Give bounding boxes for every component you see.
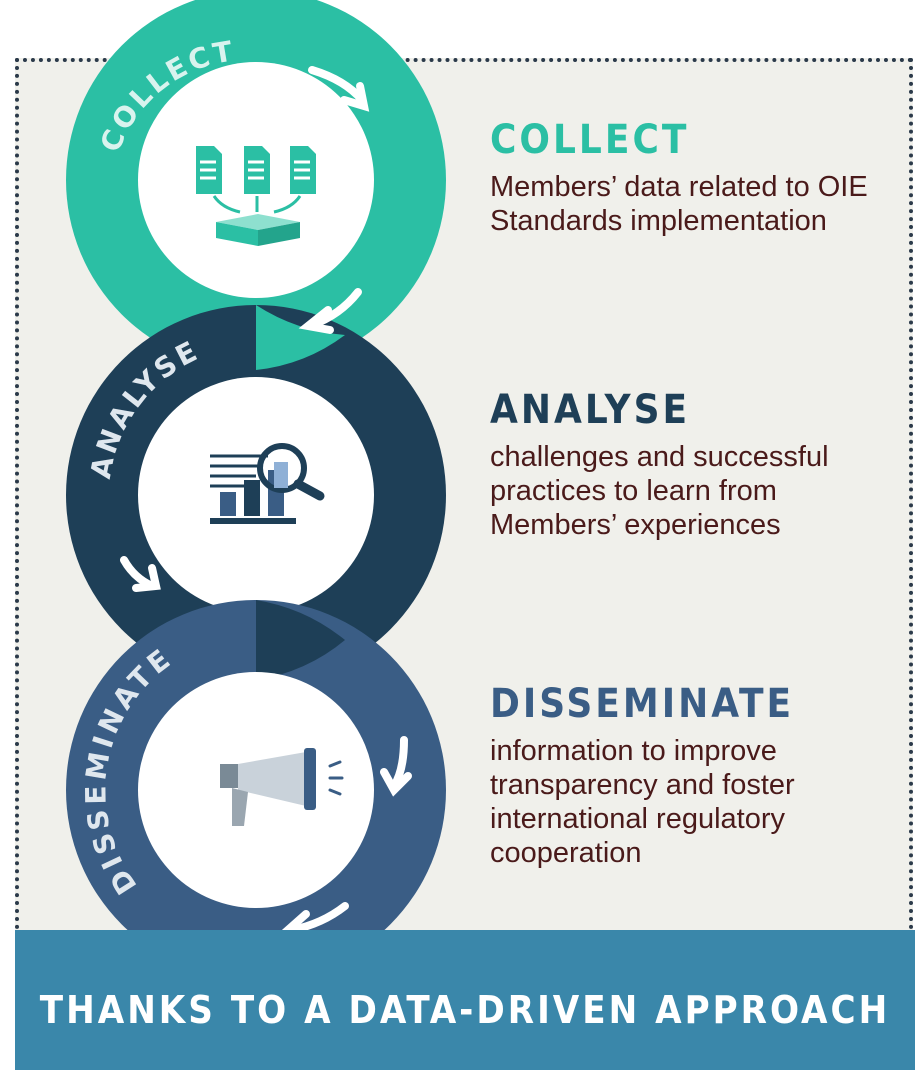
documents-to-database-icon [196, 146, 316, 246]
step-collect: COLLECT Members’ data related to OIE Sta… [490, 118, 910, 238]
banner-text: THANKS TO A DATA-DRIVEN APPROACH [39, 988, 891, 1032]
disseminate-title: DISSEMINATE [490, 681, 795, 727]
collect-overlap [256, 305, 345, 370]
analyse-overlap [256, 600, 345, 680]
footer-banner: THANKS TO A DATA-DRIVEN APPROACH [15, 930, 915, 1070]
collect-description: Members’ data related to OIE Standards i… [490, 171, 868, 237]
disseminate-description: information to improve transparency and … [490, 735, 795, 869]
arrow-collect-top [308, 66, 370, 112]
step-disseminate: DISSEMINATE information to improve trans… [490, 682, 910, 870]
megaphone-icon [220, 748, 344, 826]
collect-title: COLLECT [490, 117, 690, 163]
arrow-disseminate-right [380, 736, 412, 797]
dotted-border [15, 58, 913, 930]
arrow-analyse [120, 556, 161, 592]
analyse-description: challenges and successful practices to l… [490, 441, 829, 541]
step-analyse: ANALYSE challenges and successful practi… [490, 388, 910, 542]
analyse-title: ANALYSE [490, 387, 691, 433]
arrow-collect-bottom [298, 288, 362, 334]
bar-chart-magnifier-icon [210, 443, 325, 524]
